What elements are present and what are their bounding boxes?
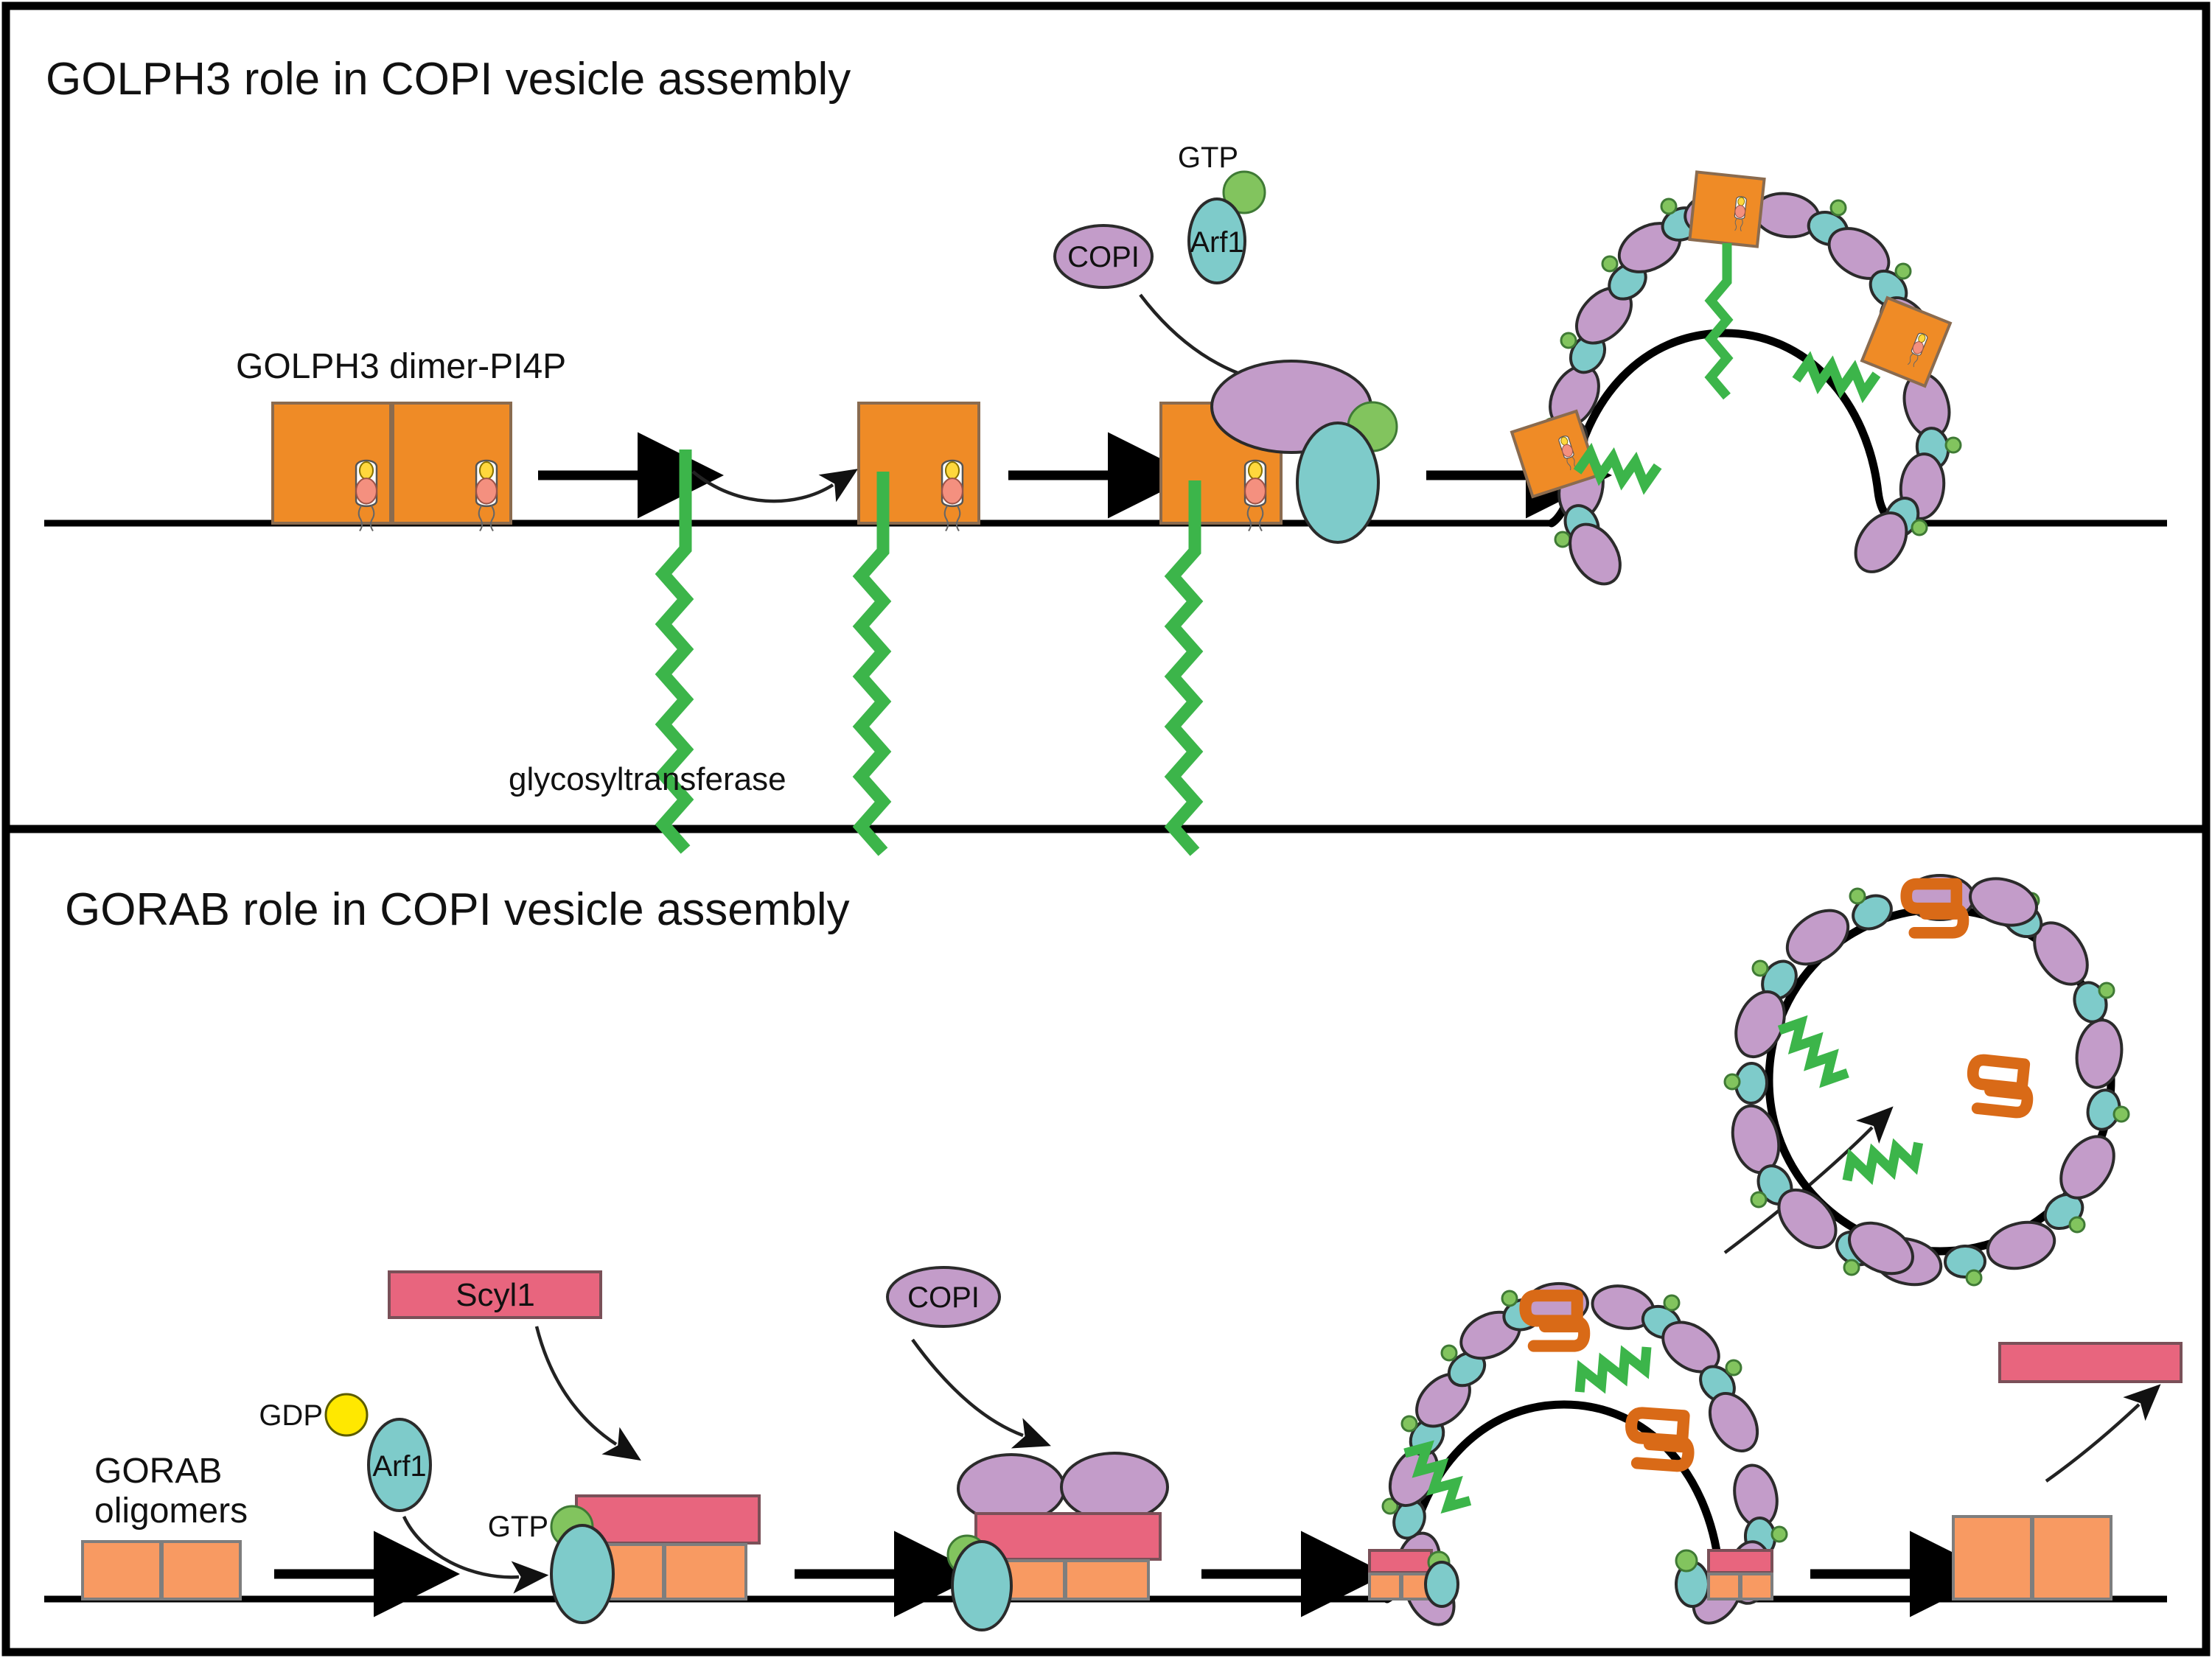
arf1-label-gdp: Arf1 bbox=[372, 1450, 426, 1483]
cargo-in-bud-right bbox=[1629, 1412, 1691, 1466]
copi-ellipse-step3-right[interactable] bbox=[1060, 1452, 1169, 1522]
gorab-panel: GORAB role in COPI vesicle assembly GORA… bbox=[44, 874, 2183, 1631]
gorab-monomer-final-right[interactable] bbox=[2031, 1515, 2112, 1601]
gtp-label-step2: GTP bbox=[488, 1511, 548, 1543]
arf1-label-free: Arf1 bbox=[1190, 226, 1243, 259]
gorab-budding-vesicle bbox=[1368, 1281, 1788, 1626]
scyl1-label: Scyl1 bbox=[456, 1277, 535, 1313]
gdp-circle bbox=[324, 1393, 369, 1437]
gorab-bud-base-left[interactable] bbox=[1368, 1549, 1459, 1608]
gt-in-vesicle-left-lower bbox=[1770, 1018, 1857, 1085]
copi-label-lower: COPI bbox=[907, 1281, 980, 1314]
gorab-monomer-step2-right[interactable] bbox=[663, 1543, 747, 1601]
golph3-binding-curved-arrow bbox=[691, 469, 859, 503]
gt-in-vesicle-top bbox=[1704, 243, 1734, 400]
glycosyltransferase-tail-2 bbox=[852, 472, 892, 856]
arf1-gdp-free[interactable]: GDP Arf1 bbox=[259, 1393, 432, 1512]
copi-ellipse-free-lower[interactable] bbox=[886, 1266, 1001, 1328]
scyl1-rect-free[interactable] bbox=[388, 1270, 602, 1319]
arf1-ellipse-gdp[interactable] bbox=[367, 1418, 432, 1512]
arf1-ellipse-bound[interactable] bbox=[1296, 422, 1380, 544]
copi-label: COPI bbox=[1067, 241, 1140, 273]
gorab-panel-title: GORAB role in COPI vesicle assembly bbox=[65, 884, 850, 935]
glycosyltransferase-tail-3 bbox=[1164, 480, 1204, 856]
released-vesicle-coat bbox=[1723, 874, 2130, 1287]
gorab-monomer-step3-right[interactable] bbox=[1064, 1559, 1150, 1601]
gtp-label-top: GTP bbox=[1178, 141, 1238, 174]
golph3-budding-vesicle bbox=[1512, 172, 1962, 586]
glycosyltransferase-1[interactable] bbox=[655, 450, 694, 854]
golph3-dimer[interactable] bbox=[271, 402, 512, 532]
gorab-step2-complex[interactable]: GTP bbox=[488, 1494, 761, 1624]
arf1-ellipse-step3[interactable] bbox=[951, 1540, 1013, 1631]
gorab-final-state[interactable] bbox=[1952, 1342, 2183, 1601]
golph3-in-vesicle-top[interactable] bbox=[1689, 172, 1764, 246]
gt-in-vesicle-bottom bbox=[1838, 1116, 1927, 1206]
gorab-monomer-final-left[interactable] bbox=[1952, 1515, 2033, 1601]
golph3-in-vesicle-right[interactable] bbox=[1862, 298, 1950, 386]
golph3-panel-title: GOLPH3 role in COPI vesicle assembly bbox=[46, 54, 851, 105]
gorab-monomer-right[interactable] bbox=[161, 1540, 242, 1601]
scyl1-free[interactable]: Scyl1 bbox=[388, 1270, 602, 1319]
golph3-step3[interactable] bbox=[1159, 360, 1398, 856]
gorab-bud-base-right[interactable] bbox=[1675, 1549, 1773, 1608]
copi-ellipse-free[interactable] bbox=[1053, 224, 1154, 289]
arf1-ellipse-step2[interactable] bbox=[550, 1524, 615, 1624]
gorab-label-line2: oligomers bbox=[94, 1491, 248, 1531]
arf1-gtp-free[interactable]: GTP Arf1 bbox=[1178, 141, 1266, 284]
copi-recruit-curved-arrow-lower bbox=[911, 1338, 1051, 1449]
scyl1-rect-step2[interactable] bbox=[575, 1494, 761, 1545]
released-copi-vesicle bbox=[1723, 874, 2130, 1287]
golph3-panel: GOLPH3 role in COPI vesicle assembly GOL… bbox=[44, 54, 2167, 856]
scyl1-recruit-curved-arrow bbox=[534, 1326, 641, 1461]
copi-free[interactable]: COPI bbox=[1053, 224, 1154, 289]
arf1-recruit-curved-arrow bbox=[402, 1516, 549, 1594]
gorab-oligomers[interactable] bbox=[81, 1540, 242, 1601]
gorab-label-line1: GORAB bbox=[94, 1452, 222, 1491]
gtp-circle-free bbox=[1222, 170, 1266, 214]
golph3-dimer-label: GOLPH3 dimer-PI4P bbox=[236, 347, 566, 386]
vesicle-coat-top bbox=[1543, 190, 1962, 586]
golph3-step2[interactable] bbox=[852, 402, 980, 856]
arf1-ellipse-free[interactable] bbox=[1187, 197, 1246, 284]
copi-free-lower[interactable]: COPI bbox=[886, 1266, 1001, 1328]
gdp-label: GDP bbox=[259, 1399, 323, 1432]
scyl1-release-curved-arrow bbox=[2045, 1384, 2161, 1483]
glycosyltransferase-tail-1 bbox=[655, 450, 694, 854]
scyl1-rect-step3[interactable] bbox=[974, 1512, 1162, 1561]
scyl1-rect-released[interactable] bbox=[1998, 1342, 2183, 1383]
gorab-monomer-left[interactable] bbox=[81, 1540, 162, 1601]
cargo-in-vesicle-right bbox=[1969, 1059, 2031, 1113]
gorab-step3-complex[interactable] bbox=[946, 1452, 1169, 1631]
glycosyltransferase-label: glycosyltransferase bbox=[509, 761, 786, 797]
